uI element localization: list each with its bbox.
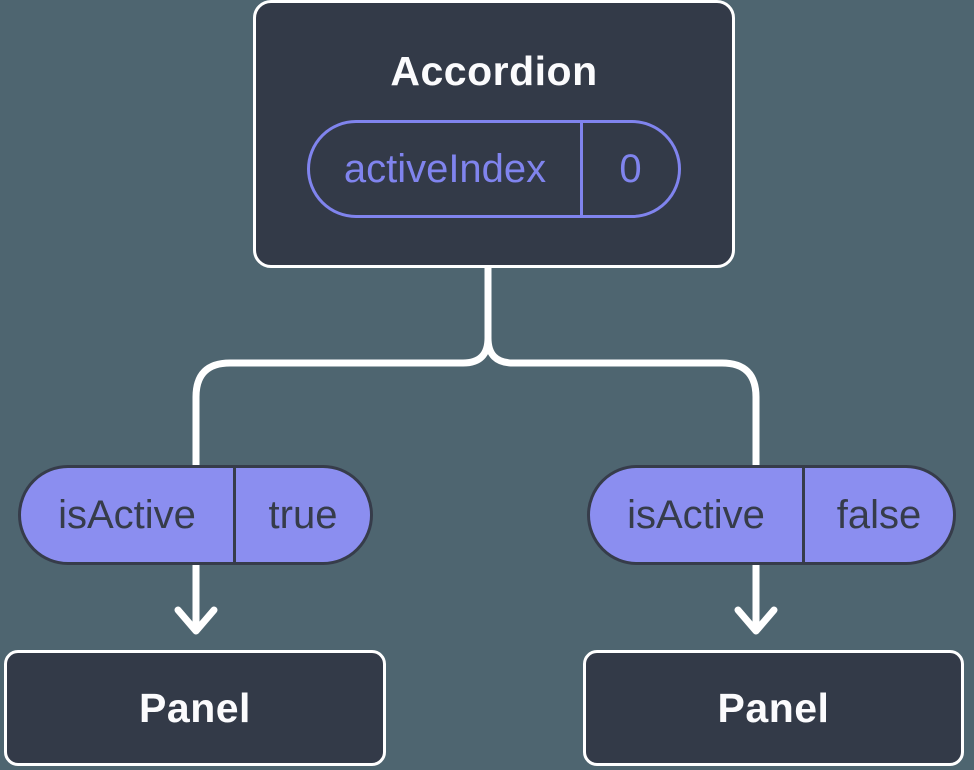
down-arrow-right-icon (734, 561, 778, 635)
panel-node-title: Panel (139, 684, 251, 731)
down-arrow-left-icon (174, 561, 218, 635)
connector-branch-left (192, 261, 492, 469)
accordion-node: Accordion activeIndex 0 (253, 0, 735, 268)
panel-node-title: Panel (717, 684, 830, 731)
is-active-pill-true: isActive true (18, 465, 373, 565)
panel-node-left: Panel (4, 650, 386, 766)
prop-pill-name: isActive (21, 468, 236, 562)
state-pill-name: activeIndex (343, 146, 547, 191)
accordion-node-title: Accordion (390, 48, 598, 94)
prop-pill-name: isActive (590, 468, 805, 562)
connector-branch-right (484, 261, 760, 469)
active-index-pill: activeIndex 0 (307, 120, 681, 218)
panel-node-right: Panel (583, 650, 964, 766)
state-pill-value: 0 (580, 123, 678, 215)
prop-pill-value: false (836, 492, 922, 537)
is-active-pill-false: isActive false (587, 465, 956, 565)
prop-pill-value: true (268, 492, 338, 537)
